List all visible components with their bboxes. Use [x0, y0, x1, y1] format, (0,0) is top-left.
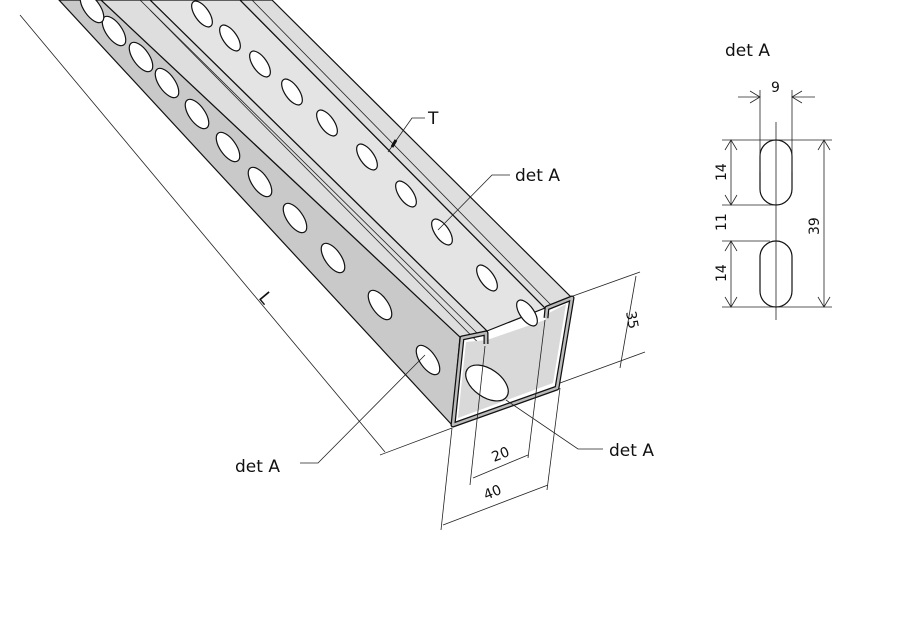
slot-hole — [282, 202, 308, 234]
slot-hole — [249, 50, 271, 78]
slot-hole — [154, 67, 180, 99]
slot-hole — [476, 264, 498, 292]
detail-dim-39: 39 — [807, 217, 823, 235]
slot-hole — [191, 0, 213, 28]
detail-dim-9: 9 — [771, 80, 780, 96]
slot-hole — [215, 131, 241, 163]
slot-hole — [128, 41, 154, 73]
leader-lines — [300, 117, 603, 464]
slot-hole — [516, 299, 538, 327]
slot-hole — [219, 24, 241, 52]
side-holes — [79, 0, 441, 376]
slot-hole — [320, 242, 346, 274]
tag-T: T — [427, 109, 439, 129]
callout-det-a-right: det A — [609, 441, 654, 461]
inner-wall-holes — [191, 0, 538, 327]
dimension-20: 20 — [490, 444, 513, 466]
slot-hole — [367, 289, 393, 321]
detail-dim-14-top: 14 — [714, 163, 730, 181]
length-label: L — [254, 288, 276, 309]
dimension-40: 40 — [482, 482, 505, 504]
slot-hole — [184, 98, 210, 130]
detail-dim-11: 11 — [714, 213, 730, 231]
slot-hole — [247, 166, 273, 198]
callout-det-a-top: det A — [515, 166, 560, 186]
detail-dim-14-bottom: 14 — [714, 264, 730, 282]
inner-edge — [149, 9, 521, 386]
lip-edge — [139, 0, 481, 337]
bottom-slot-hole — [465, 364, 509, 402]
lip-edge — [251, 0, 553, 307]
callout-det-a-left: det A — [235, 457, 280, 477]
slot-hole — [79, 0, 105, 24]
slot-hole — [415, 344, 441, 376]
dimension-lines — [19, 14, 646, 531]
strut-channel — [58, 0, 575, 428]
slot-hole — [281, 78, 303, 106]
slot-hole — [356, 143, 378, 171]
detail-title: det A — [725, 41, 770, 61]
slot-hole — [395, 180, 417, 208]
dimension-35: 35 — [622, 310, 641, 330]
slot-hole — [316, 109, 338, 137]
slot-hole — [431, 218, 453, 246]
detail-a-view: det A 9 14 11 14 39 — [714, 41, 832, 320]
